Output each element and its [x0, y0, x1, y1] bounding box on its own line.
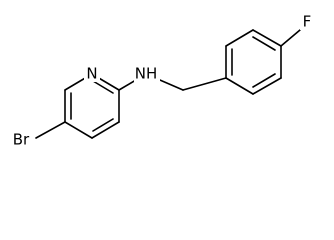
- bond-b4-f: [280, 29, 301, 47]
- double-bond-b5-b6: [252, 73, 276, 88]
- pyridine-ring: [64, 73, 120, 139]
- fluorine-bg: [300, 12, 314, 30]
- bond-b2-b3: [225, 29, 254, 47]
- bond-c3-c4: [91, 121, 120, 139]
- bond-ch2-benzene: [182, 77, 227, 91]
- fluorine-label: F: [303, 13, 312, 31]
- fluorophenyl-ring: [225, 29, 282, 95]
- pyridine-nitrogen-label: N: [86, 65, 97, 83]
- pyridine-n-bg: [84, 64, 100, 82]
- double-bond-n1-c2: [92, 80, 114, 94]
- amine-bg: [134, 64, 160, 82]
- structure-canvas: N NH Br F: [8, 12, 314, 149]
- bond-b5-b6: [252, 77, 282, 95]
- bond-c5-br: [35, 121, 66, 139]
- bond-b3-b4: [252, 29, 282, 47]
- double-bond-c3-c4: [92, 118, 114, 132]
- bond-b6-b1: [225, 77, 254, 95]
- bromine-label: Br: [13, 131, 30, 149]
- bond-c4-c5: [64, 121, 93, 139]
- amine-label: NH: [135, 65, 158, 83]
- chemical-structure: N NH Br F: [8, 12, 314, 149]
- double-bond-b3-b4: [252, 36, 276, 51]
- bromine-bg: [8, 130, 34, 148]
